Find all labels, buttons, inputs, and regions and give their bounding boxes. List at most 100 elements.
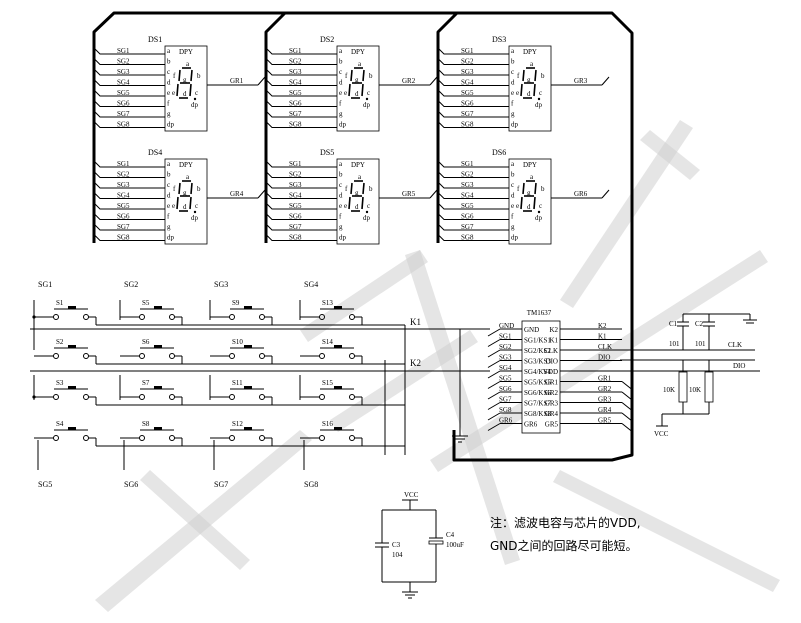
vcc-label-2: VCC [404,491,419,499]
display-title: DPY [523,161,537,169]
seg-mark: c [539,202,542,210]
sg-wire [437,100,509,107]
seg-mark: e [344,202,347,210]
gr-label: GR2 [402,77,416,85]
ic-left-net: SG2 [499,343,512,351]
ic-right-pin-label: K1 [549,337,558,345]
display-ref: DS2 [320,35,334,44]
sg-pin-label: SG3 [117,68,130,76]
ic-bus-entry [487,412,501,421]
seg-pin-label: g [167,110,171,118]
segment [348,196,351,210]
sg-wire [265,171,337,178]
sg-pin-label: SG8 [117,121,130,129]
sg-pin-label: SG8 [461,234,474,242]
seg-mark: d [527,203,531,211]
gr-label: GR1 [230,77,244,85]
switch-contact [169,353,175,359]
seg-pin-label: dp [339,121,347,129]
seg-pin-label: b [339,58,343,66]
decimal-point [537,97,541,101]
ic-left-net: SG7 [499,396,512,404]
sg-pin-label: SG2 [117,58,130,66]
sg-wire [437,68,509,76]
ic-left-net: SG6 [499,385,512,393]
switch-contact [349,435,355,441]
sg-pin-label: SG1 [461,47,474,55]
cap-value: 101 [695,340,706,348]
display-title: DPY [351,48,365,56]
sg-pin-label: SG1 [289,47,302,55]
resistor-r2: 10K [689,360,714,414]
seg-pin-label: b [511,171,515,179]
sg-wire [93,47,165,55]
keypad-top-label: SG4 [304,280,318,289]
sg-pin-label: SG2 [289,58,302,66]
sg-pin-label: SG5 [289,202,302,210]
ic-left-pin-label: SG7/KS7 [524,400,551,408]
ic-left-pin-label: SG4/KS4 [524,368,551,376]
segment [361,83,364,97]
sg-wire [437,47,509,55]
ic-bus-entry [621,423,633,432]
seg-mark: c [539,89,542,97]
seg-mark: a [530,60,534,68]
seg-pin-label: b [167,171,171,179]
seg-mark: f [345,72,348,80]
sg-wire [437,223,509,231]
sg-pin-label: SG8 [461,121,474,129]
switch-contact [83,435,89,441]
display-box [508,45,552,132]
key-switch: S14 [300,338,363,364]
sg-wire [265,58,337,65]
c4-ref: C4 [446,531,455,539]
keypad-bottom-label: SG5 [38,480,52,489]
seg-mark: a [530,173,534,181]
switch-contact [259,394,265,400]
seg-pin-label: b [339,171,343,179]
switch-button [154,306,162,309]
switch-contact [319,353,325,359]
key-switch: S4 [34,420,97,446]
sg-pin-label: SG2 [461,171,474,179]
seg-pin-label: c [511,68,514,76]
display-box [336,45,380,132]
decimal-point [537,210,541,214]
segment [190,182,193,195]
seg-pin-label: g [339,110,343,118]
seg-pin-label: e [511,89,514,97]
sg-pin-label: SG1 [289,160,302,168]
display-box [508,158,552,245]
seg-mark: e [172,89,175,97]
display-bus-frame [92,11,634,462]
switch-button [154,386,162,389]
ic-bus-entry [621,412,633,422]
switch-contact [259,353,265,359]
seg-mark: g [183,76,187,84]
segment [350,69,353,82]
seg-mark: d [183,90,187,98]
sg-wire [265,79,337,86]
display-ref: DS1 [148,35,162,44]
cap-value: 101 [669,340,680,348]
junction [32,315,36,319]
seg-mark: b [541,72,545,80]
note-line-1: 注：滤波电容与芯片的VDD, [490,515,641,530]
ic-bus-entry [487,402,501,410]
ic-left-pin-label: SG2/KS2 [524,347,551,355]
key-switch: S15 [300,379,363,405]
sg-wire [437,213,509,220]
ic-right-pin-label: GR4 [545,410,559,418]
seg-pin-label: a [511,47,515,55]
resistor-r1: 10K [663,360,688,414]
ic-right-net: CLK [598,343,612,351]
switch-contact [83,314,89,320]
sg-wire [265,223,337,231]
ic-bus-entry [621,381,633,390]
seg-pin-label: f [339,100,342,108]
gr-label: GR5 [402,190,416,198]
sg-pin-label: SG6 [289,213,302,221]
gr-wire [601,189,610,199]
switch-button [68,306,76,309]
